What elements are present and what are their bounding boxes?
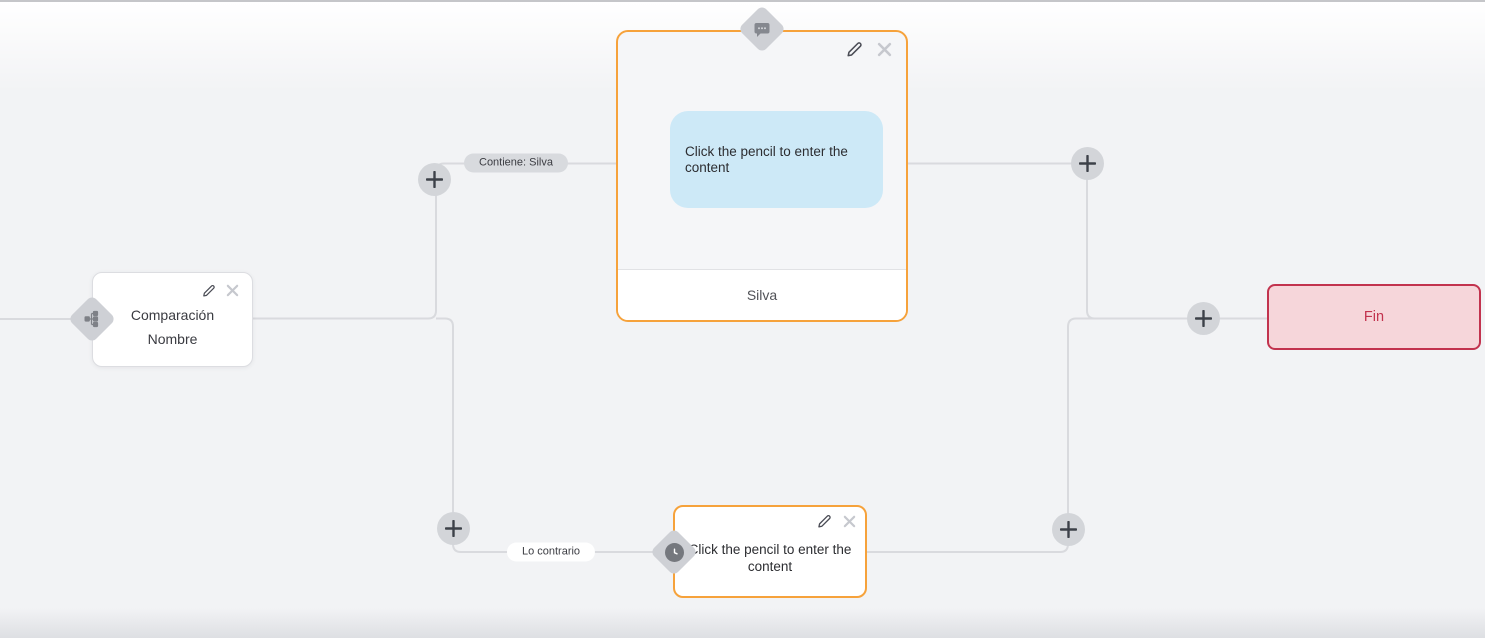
chat-bubble-icon [754,23,770,37]
delete-node-button[interactable] [877,42,892,57]
edge-label-contains[interactable]: Contiene: Silva [464,153,568,173]
message-node-footer-label: Silva [746,287,778,303]
message-bubble[interactable]: Click the pencil to enter the content [670,111,883,208]
edge-delay-to-end [867,317,1100,553]
end-node-label: Fin [1363,309,1385,325]
plus-icon [1195,310,1212,327]
edge-label-otherwise[interactable]: Lo contrario [506,542,596,562]
pencil-icon [847,42,862,57]
end-node[interactable]: Fin [1267,284,1481,350]
plus-icon [426,171,443,188]
add-node-button[interactable] [1052,513,1085,546]
condition-node[interactable]: Comparación Nombre [92,272,253,367]
close-icon [226,284,239,297]
message-node[interactable]: Click the pencil to enter the content Si… [616,30,908,322]
edit-node-button[interactable] [817,514,831,528]
message-bubble-text: Click the pencil to enter the content [685,143,848,175]
delete-node-button[interactable] [843,515,856,528]
top-border-line [0,0,1485,2]
plus-icon [1060,521,1077,538]
delay-node[interactable]: Click the pencil to enter the content [673,505,867,598]
condition-node-title: Comparación [130,306,215,323]
delay-node-text: Click the pencil to enter the content [688,541,852,574]
add-node-button[interactable] [1187,302,1220,335]
close-icon [843,515,856,527]
edge-message-to-end [908,162,1267,320]
pencil-icon [203,284,215,297]
condition-node-variable: Nombre [147,330,198,347]
plus-icon [1079,155,1096,172]
edge-condition-to-delay [436,317,673,553]
plus-icon [445,520,462,537]
message-node-footer: Silva [618,269,906,320]
bottom-fade [0,608,1485,638]
add-node-button[interactable] [437,512,470,545]
delete-node-button[interactable] [226,284,239,297]
add-node-button[interactable] [1071,147,1104,180]
edit-node-button[interactable] [202,284,215,297]
close-icon [877,42,892,56]
add-node-button[interactable] [418,163,451,196]
clock-icon [664,542,684,562]
branch-icon [84,310,99,328]
edit-node-button[interactable] [846,41,862,57]
pencil-icon [818,515,831,528]
